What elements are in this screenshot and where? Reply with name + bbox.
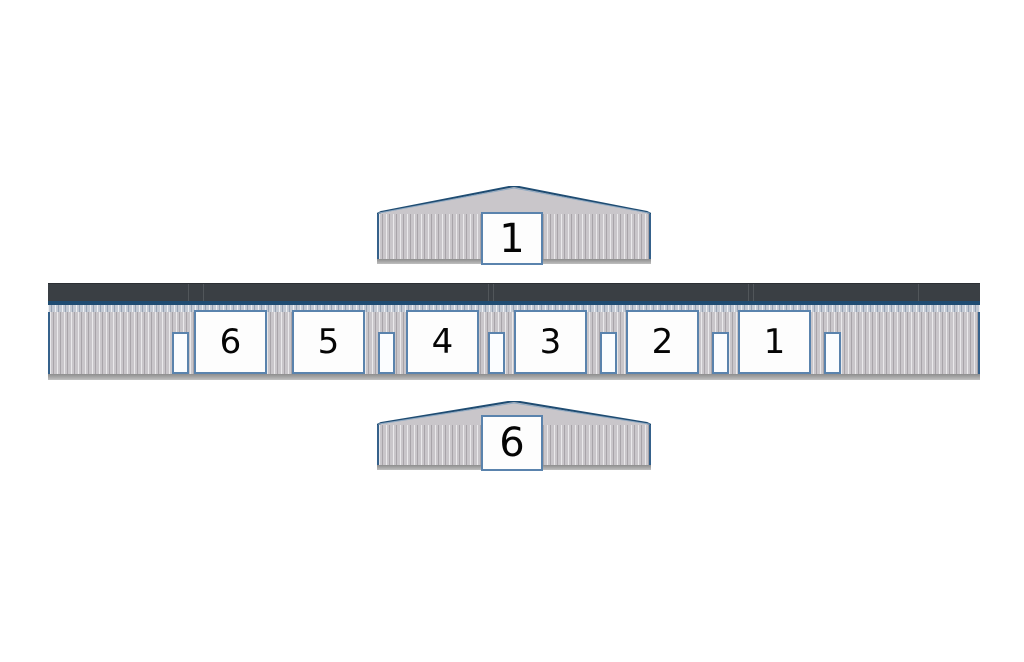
personnel-door[interactable] <box>712 332 729 374</box>
bay-door-1[interactable]: 1 <box>738 310 811 374</box>
facade-eave-line <box>48 301 980 305</box>
bay-door-number: 6 <box>219 322 242 362</box>
bay-door-number: 6 <box>499 420 525 466</box>
bay-door-number: 5 <box>317 322 340 362</box>
personnel-door[interactable] <box>488 332 505 374</box>
facade-roof-band <box>48 283 980 302</box>
bay-door-6[interactable]: 6 <box>194 310 267 374</box>
bay-door-number: 1 <box>499 215 525 262</box>
personnel-door[interactable] <box>824 332 841 374</box>
bay-door-lower[interactable]: 6 <box>481 415 543 471</box>
main-facade: 6 5 4 3 2 1 <box>48 283 980 380</box>
roof-seam <box>188 284 189 302</box>
bottom-end-elevation: 6 <box>377 401 651 471</box>
bay-door-4[interactable]: 4 <box>406 310 479 374</box>
bay-door-3[interactable]: 3 <box>514 310 587 374</box>
bay-door-number: 1 <box>763 322 786 362</box>
bay-door-5[interactable]: 5 <box>292 310 365 374</box>
roof-seam <box>203 284 204 302</box>
roof-seam <box>493 284 494 302</box>
bay-door-upper[interactable]: 1 <box>481 212 543 265</box>
roof-seam <box>918 284 919 302</box>
facade-header-strip <box>48 305 980 312</box>
bay-door-2[interactable]: 2 <box>626 310 699 374</box>
bay-door-number: 2 <box>651 322 674 362</box>
top-end-elevation: 1 <box>377 186 651 265</box>
bay-door-number: 3 <box>539 322 562 362</box>
facade-base-strip <box>48 374 980 380</box>
bay-door-number: 4 <box>431 322 454 362</box>
personnel-door[interactable] <box>172 332 189 374</box>
personnel-door[interactable] <box>378 332 395 374</box>
roof-seam <box>488 284 489 302</box>
personnel-door[interactable] <box>600 332 617 374</box>
roof-seam <box>748 284 749 302</box>
roof-seam <box>753 284 754 302</box>
